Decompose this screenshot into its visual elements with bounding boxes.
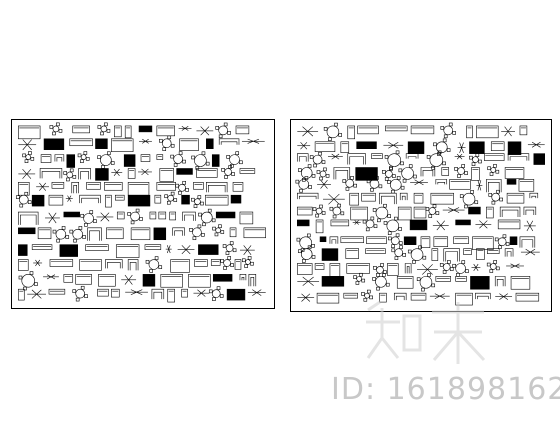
watermark-id: ID: 161898162 <box>331 372 560 407</box>
furniture-blocks-right <box>295 122 546 306</box>
cad-sheet-right <box>290 119 552 312</box>
furniture-blocks-left <box>16 122 266 303</box>
cad-sheet-left <box>11 119 275 309</box>
watermark-logo <box>366 300 486 364</box>
